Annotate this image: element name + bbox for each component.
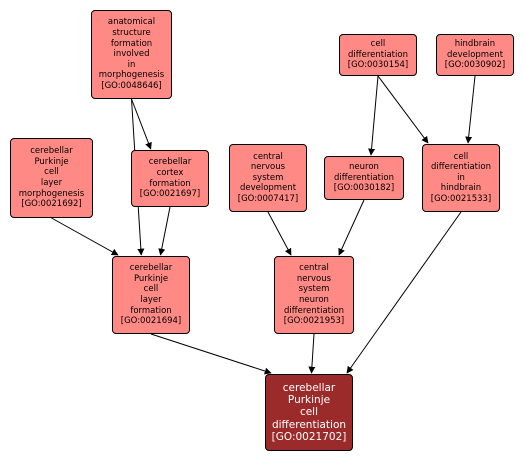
- node-label-line: cell: [299, 406, 319, 419]
- edge-go0030154-go0030182: [368, 75, 379, 156]
- node-label-line: cerebellar: [148, 157, 192, 168]
- node-label-line: cortex: [156, 167, 184, 178]
- edge-go0021692-go0021694: [51, 217, 119, 256]
- edge-go0021694-go0021702: [150, 333, 272, 375]
- node-label-line: [GO:0021702]: [271, 430, 347, 443]
- node-label-line: anatomical: [107, 17, 156, 28]
- node-label-line: [GO:0021533]: [430, 193, 492, 204]
- node-label-line: formation: [149, 178, 191, 189]
- node-label-line: cell: [370, 39, 386, 50]
- node-label-line: cell: [143, 284, 159, 295]
- node-label-line: cerebellar: [129, 263, 173, 274]
- edge-go0048646-go0021697: [131, 98, 152, 150]
- node-label-line: hindbrain: [454, 39, 496, 50]
- node-label-line: Purkinje: [34, 156, 69, 167]
- node-label-line: Purkinje: [133, 273, 169, 284]
- node-label-line: differentiation: [348, 49, 408, 60]
- node-label-line: system: [252, 172, 284, 183]
- node-label-line: [GO:0030182]: [333, 183, 395, 194]
- node-label-line: [GO:0007417]: [237, 193, 299, 204]
- node-label-line: [GO:0021697]: [139, 189, 201, 200]
- edge-go0007417-go0021953: [267, 211, 292, 256]
- node-label-line: neuron: [299, 295, 329, 305]
- node-label-line: central: [299, 263, 329, 274]
- node-label-line: formation: [110, 38, 153, 49]
- node-label-line: nervous: [250, 162, 286, 173]
- node-label-line: Purkinje: [287, 394, 331, 407]
- node-label-line: [GO:0021692]: [21, 199, 82, 210]
- node-label-line: [GO:0048646]: [101, 80, 162, 91]
- node-label-line: in: [127, 59, 136, 70]
- edge-go0021533-go0021702: [346, 211, 462, 374]
- node-label-line: cell: [453, 151, 469, 162]
- edge-go0030154-go0021533: [377, 75, 429, 144]
- node-label-line: [GO:0021694]: [120, 316, 182, 327]
- edge-go0021697-go0021694: [158, 206, 171, 256]
- node-label-line: development: [446, 49, 504, 60]
- node-label-line: morphogenesis: [18, 188, 85, 199]
- node-label-line: layer: [140, 295, 162, 305]
- edge-go0030182-go0021953: [338, 199, 365, 256]
- node-label-line: differentiation: [334, 172, 394, 183]
- edge-go0021953-go0021702: [308, 333, 316, 374]
- node-label-line: [GO:0021953]: [283, 316, 345, 327]
- node-label-line: central: [253, 151, 283, 162]
- node-label-line: cerebellar: [282, 381, 336, 394]
- node-label-line: development: [239, 183, 297, 194]
- node-label-line: in: [457, 172, 465, 183]
- node-label-line: neuron: [349, 162, 379, 173]
- node-label-line: involved: [113, 49, 150, 60]
- edge-go0030902-go0021533: [465, 75, 476, 144]
- node-label-line: layer: [40, 178, 63, 188]
- node-label-line: nervous: [296, 273, 332, 284]
- node-label-line: differentiation: [284, 305, 344, 316]
- node-label-line: formation: [130, 305, 172, 316]
- node-label-line: differentiation: [271, 418, 347, 431]
- node-label-line: cerebellar: [30, 146, 73, 157]
- node-label-line: cell: [44, 167, 59, 178]
- node-label-line: differentiation: [431, 162, 491, 173]
- node-label-line: hindbrain: [440, 183, 482, 194]
- node-label-line: morphogenesis: [98, 70, 165, 81]
- node-label-line: [GO:0030902]: [444, 60, 506, 71]
- node-label-line: [GO:0030154]: [347, 60, 409, 71]
- node-label-line: structure: [112, 28, 151, 39]
- node-label-line: system: [298, 284, 330, 295]
